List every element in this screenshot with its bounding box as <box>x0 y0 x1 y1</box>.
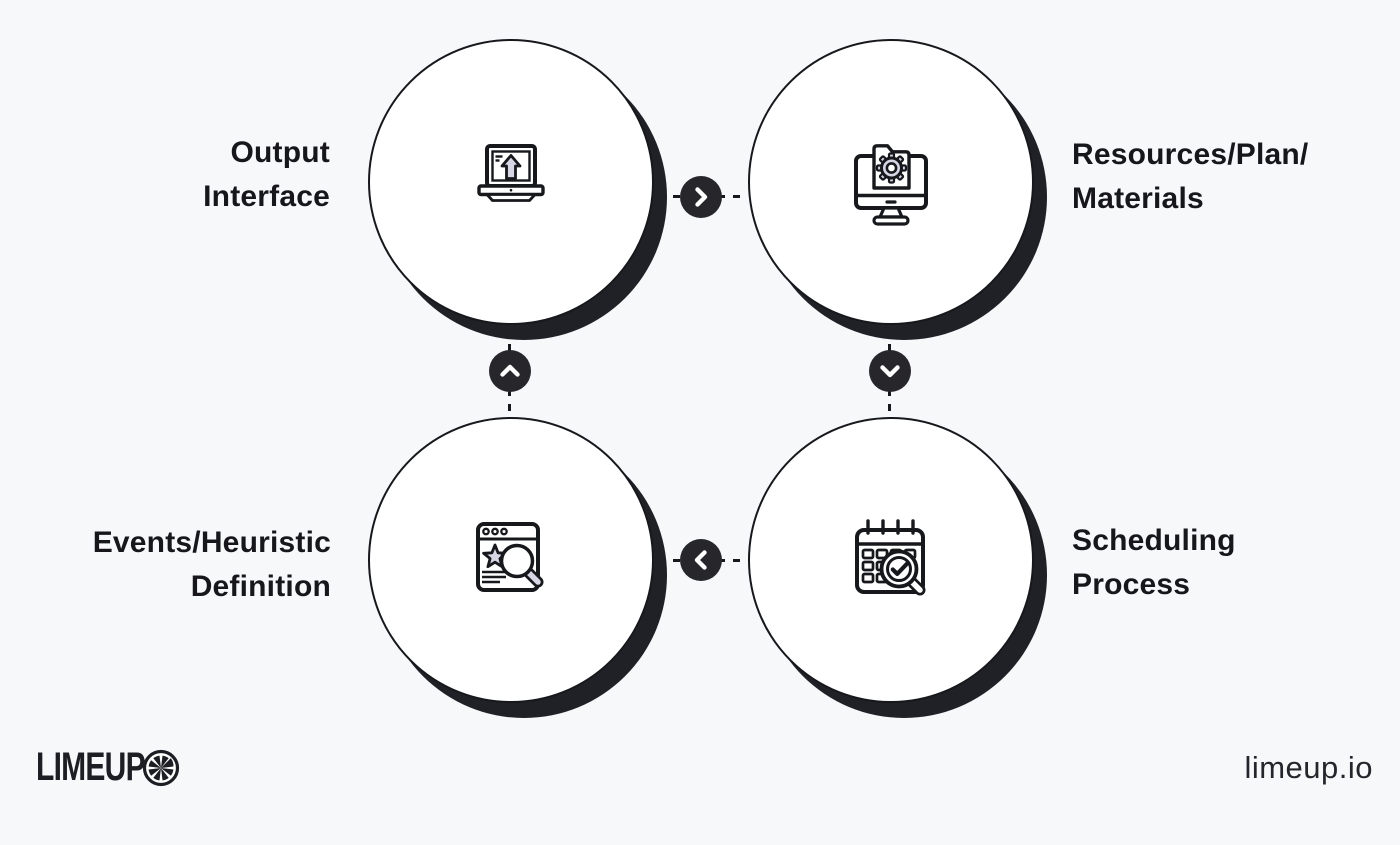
chevron-down-icon <box>869 350 911 392</box>
label-line: Interface <box>203 180 330 213</box>
chevron-left-icon <box>680 539 722 581</box>
laptop-upload-icon <box>477 144 545 202</box>
label-line: Materials <box>1072 182 1204 215</box>
chevron-up-icon <box>489 350 531 392</box>
label-resources-plan-materials: Resources/Plan/ Materials <box>1072 133 1382 221</box>
label-events-heuristic-definition: Events/Heuristic Definition <box>40 521 331 609</box>
label-line: Resources/Plan/ <box>1072 138 1309 171</box>
label-line: Output <box>230 136 330 169</box>
label-line: Process <box>1072 568 1191 601</box>
node-output-interface <box>368 39 654 325</box>
browser-search-star-icon <box>476 522 544 592</box>
limeup-logo-wordmark: LIMEUP <box>36 745 146 789</box>
label-line: Definition <box>190 570 331 603</box>
monitor-gear-folder-icon <box>854 144 928 226</box>
node-events-heuristic-definition <box>368 417 654 703</box>
node-resources-plan-materials <box>748 39 1034 325</box>
label-line: Events/Heuristic <box>92 526 331 559</box>
website-url: limeup.io <box>1244 750 1373 785</box>
lime-slice-icon <box>141 748 181 793</box>
calendar-check-search-icon <box>855 519 926 596</box>
node-scheduling-process <box>748 417 1034 703</box>
label-output-interface: Output Interface <box>60 131 330 219</box>
chevron-right-icon <box>680 176 722 218</box>
label-line: Scheduling <box>1072 524 1236 557</box>
gear-glyph <box>875 152 908 184</box>
label-scheduling-process: Scheduling Process <box>1072 519 1382 607</box>
